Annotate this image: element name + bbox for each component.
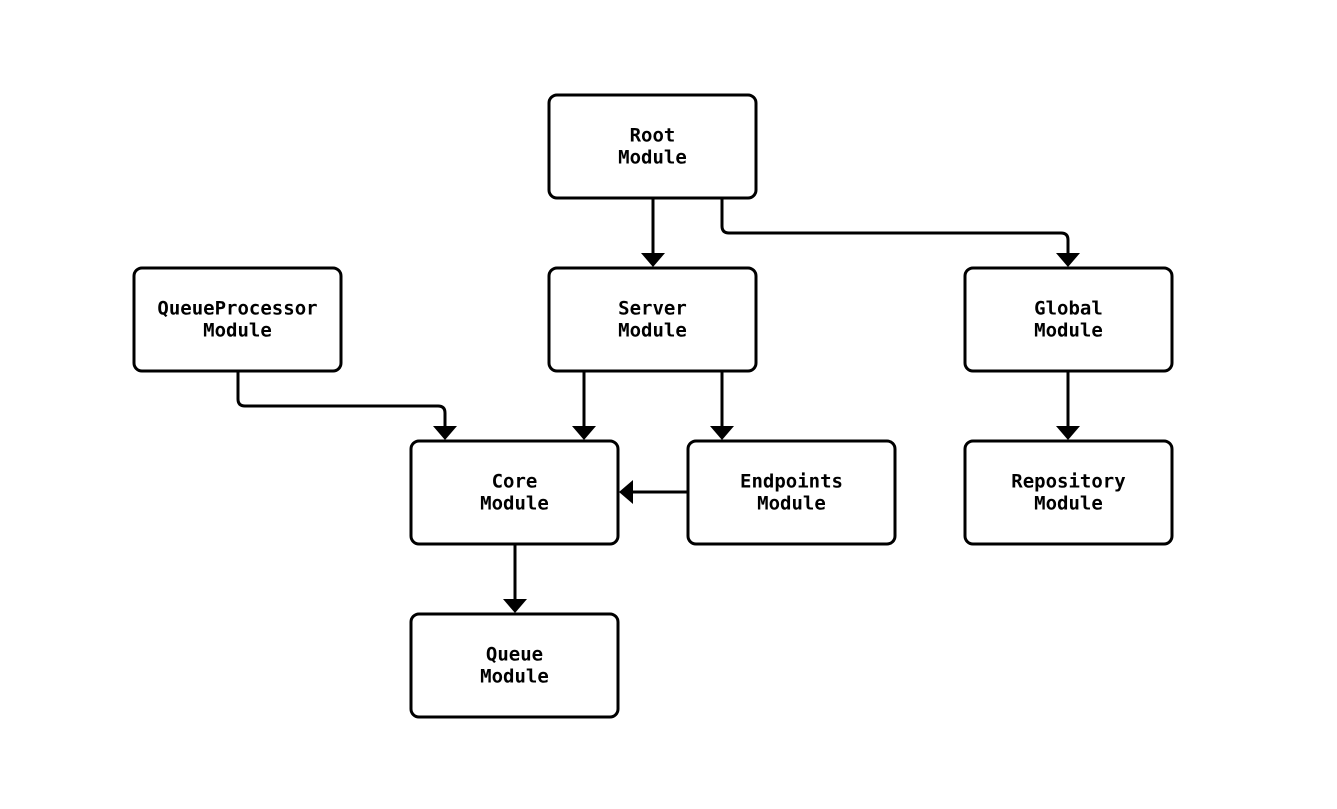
node-label-line-1: Queue: [486, 644, 543, 666]
node-label-line-2: Module: [757, 493, 826, 515]
node-box: [409, 439, 620, 546]
edge-global-to-repository: [1056, 372, 1080, 440]
arrowhead-icon: [710, 426, 734, 440]
node-box: [409, 612, 620, 719]
node-label-line-1: Repository: [1011, 471, 1125, 493]
node-box: [547, 266, 758, 373]
node-label-line-2: Module: [1034, 493, 1103, 515]
edge-line: [236, 372, 447, 428]
node-label-line-1: QueueProcessor: [157, 298, 317, 320]
node-box: [132, 266, 343, 373]
node-box: [963, 439, 1174, 546]
node-label-line-2: Module: [618, 320, 687, 342]
node-label-line-1: Global: [1034, 298, 1103, 320]
edge-root-to-server: [641, 199, 665, 267]
arrowhead-icon: [433, 426, 457, 440]
node-box: [547, 93, 758, 200]
node-box: [686, 439, 897, 546]
node-label-line-1: Endpoints: [740, 471, 843, 493]
node-label-line-2: Module: [480, 493, 549, 515]
node-label-line-1: Root: [630, 125, 676, 147]
edge-server-to-endpoints: [710, 372, 734, 440]
arrowhead-icon: [572, 426, 596, 440]
edge-core-to-queue: [503, 545, 527, 613]
arrowhead-icon: [641, 253, 665, 267]
arrowhead-icon: [1056, 426, 1080, 440]
node-label-line-1: Core: [492, 471, 538, 493]
edge-server-to-core: [572, 372, 596, 440]
arrowhead-icon: [619, 480, 633, 504]
node-label-line-2: Module: [1034, 320, 1103, 342]
node-label-line-2: Module: [480, 666, 549, 688]
arrowhead-icon: [1056, 253, 1080, 267]
node-box: [963, 266, 1174, 373]
edge-root-to-global: [720, 199, 1080, 267]
edge-line: [720, 199, 1070, 255]
node-label-line-1: Server: [618, 298, 687, 320]
edge-queueprocessor-to-core: [236, 372, 457, 440]
edges-layer: [236, 199, 1080, 613]
edge-endpoints-to-core: [619, 480, 687, 504]
node-label-line-2: Module: [203, 320, 272, 342]
node-label-line-2: Module: [618, 147, 687, 169]
nodes-layer: RootModuleQueueProcessorModuleServerModu…: [132, 93, 1174, 719]
arrowhead-icon: [503, 599, 527, 613]
